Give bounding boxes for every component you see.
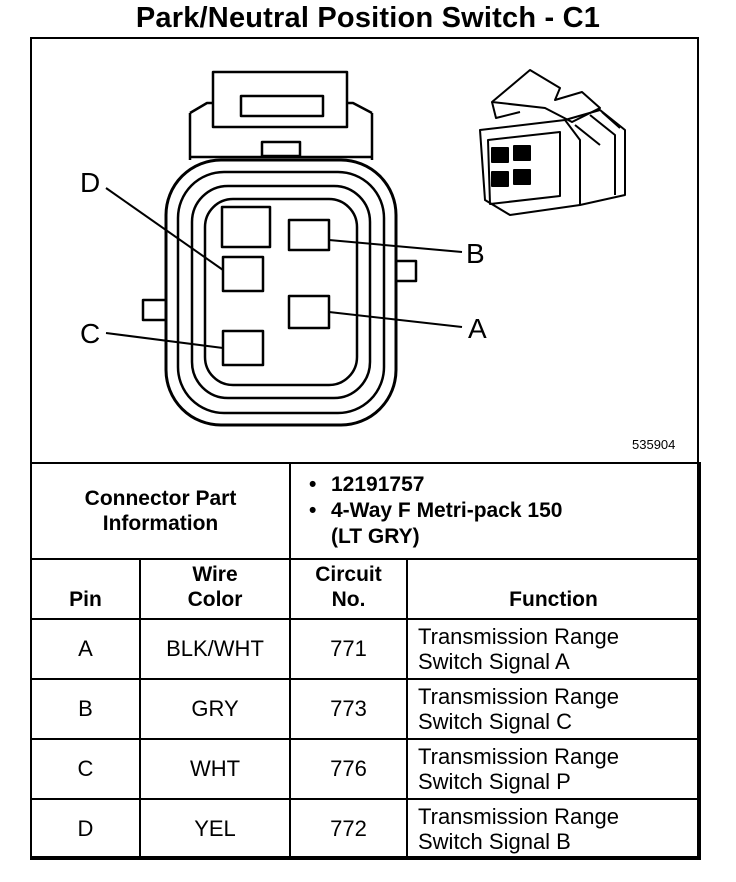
connector-info-heading: Connector Part Information: [30, 462, 291, 560]
cavity-d: [221, 255, 265, 293]
pin-label-c: C: [80, 318, 100, 349]
leader-b: [328, 239, 463, 253]
pin-label-d: D: [80, 167, 100, 198]
cavity-c: [221, 329, 265, 367]
list-item: •12191757: [309, 473, 425, 496]
connector-info-row: Connector Part Information •12191757 •4-…: [30, 462, 702, 560]
connector-perspective-icon: [479, 69, 626, 216]
cavity-a: [287, 294, 331, 330]
list-item: (LT GRY): [331, 525, 420, 548]
connector-table: Connector Part Information •12191757 •4-…: [30, 462, 702, 860]
connector-body: [141, 158, 418, 427]
leader-c: [105, 332, 224, 349]
pin-label-b: B: [466, 238, 485, 269]
leader-a: [328, 311, 463, 328]
connector-latch: [188, 70, 374, 160]
list-item: •4-Way F Metri-pack 150: [309, 499, 563, 522]
part-code: 535904: [632, 437, 676, 452]
pin-label-a: A: [468, 313, 487, 344]
page-title: Park/Neutral Position Switch - C1: [135, 2, 601, 34]
header-function: Function: [405, 558, 702, 620]
cavity-b: [287, 218, 331, 252]
header-pin: Pin: [30, 558, 141, 620]
leader-d: [105, 187, 224, 271]
connector-info-list: •12191757 •4-Way F Metri-pack 150 (LT GR…: [288, 462, 702, 560]
